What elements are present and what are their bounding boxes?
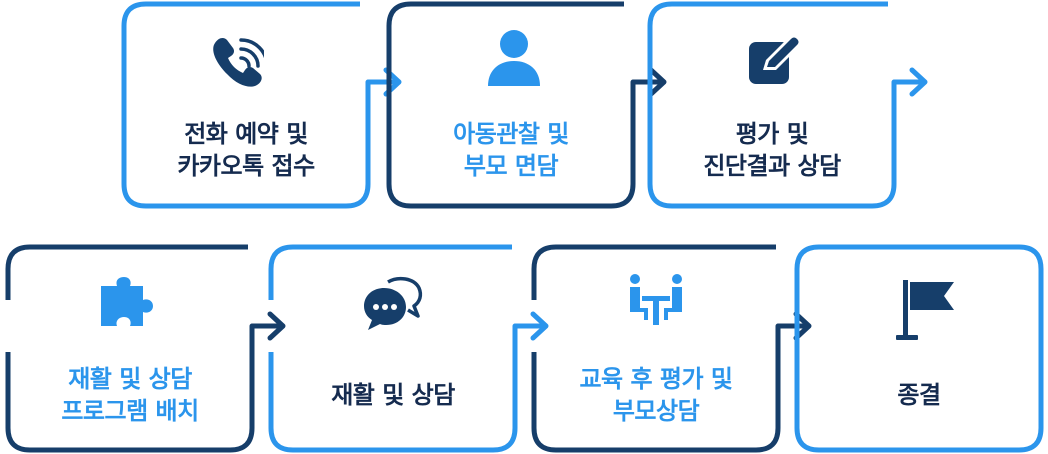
flag-icon [896,280,954,340]
meeting-icon [630,274,682,325]
step-4-frame [5,244,255,453]
phone-icon [213,38,264,87]
step-5-frame [268,244,518,453]
edit-icon [749,33,803,84]
person-icon [488,30,540,86]
step-1-frame [121,1,371,209]
step-5-label: 재활 및 상담 [331,381,455,409]
puzzle-icon [101,277,153,326]
chat-icon [364,276,423,330]
arrow-icon [365,67,402,97]
arrow-icon [512,311,549,341]
step-3-frame [647,1,897,209]
step-2-frame [386,1,636,209]
step-7-label: 종결 [897,381,941,409]
arrow-icon [249,311,286,341]
step-6-frame [531,244,781,453]
arrow-icon [891,67,928,97]
step-7-frame [794,244,1044,453]
arrow-icon [775,311,812,341]
